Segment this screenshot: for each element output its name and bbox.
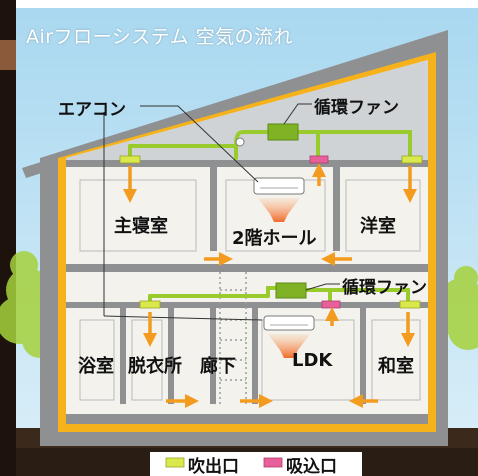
floor-1f [66,414,428,424]
room-2f-hall: 2階ホール [232,228,317,249]
legend-inlet-swatch [263,457,283,468]
room-western: 洋室 [360,216,396,237]
circulation-fan-label-top: 循環ファン [314,98,399,118]
legend-inlet-label: 吸込口 [286,457,337,476]
tree-right [434,266,478,350]
circulation-fan-2f [267,123,299,141]
ceiling-2f [66,160,428,167]
circulation-fan-1f [275,282,307,299]
floor-2f [66,264,428,272]
fan-top-leader [283,103,312,125]
cool-air-2f [258,198,300,222]
fan-bottom-leader [305,283,340,291]
airflow-arrows [123,163,417,408]
circulation-fan-label-bottom: 循環ファン [342,278,427,298]
room-ldk: LDK [292,350,333,371]
aircon-2f [253,177,305,195]
ceiling-1f [66,302,428,308]
room-corridor: 廊下 [200,356,236,377]
aircon-1f [263,315,315,331]
vent-outlets [119,155,423,309]
room-master-bedroom: 主寝室 [114,216,168,237]
legend-panel [150,452,362,476]
legend-outlet-swatch [165,457,185,468]
room-bathroom: 浴室 [78,356,114,377]
cool-air-1f [268,334,310,358]
aircon-leader [140,105,259,183]
room-dressing: 脱衣所 [128,356,182,377]
duct-1f [148,286,410,306]
legend-outlet-label: 吹出口 [188,457,239,476]
left-photo-edge [0,0,16,476]
diagram-title: Airフローシステム 空気の流れ [26,26,294,48]
aircon-label: エアコン [58,100,126,120]
room-japanese: 和室 [378,356,414,377]
